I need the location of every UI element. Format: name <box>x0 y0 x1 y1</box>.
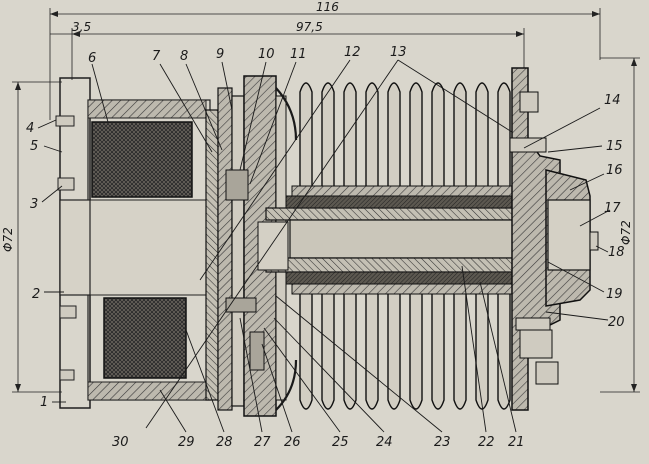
label-3: 3 <box>30 197 38 212</box>
label-14: 14 <box>604 93 621 108</box>
upper-fin <box>299 82 313 196</box>
dimension-lines <box>12 8 640 393</box>
lower-winding <box>103 297 187 379</box>
lower-fin <box>365 284 379 410</box>
label-12: 12 <box>344 45 361 60</box>
label-30: 30 <box>112 435 129 450</box>
lower-fin <box>343 284 357 410</box>
dim-3-5: 3,5 <box>72 20 91 34</box>
label-4: 4 <box>26 121 34 136</box>
lower-fin <box>431 284 445 410</box>
lower-fin <box>387 284 401 410</box>
label-9: 9 <box>216 47 224 62</box>
label-18: 18 <box>608 245 625 260</box>
label-19: 19 <box>606 287 623 302</box>
dim-diameter-right: Φ72 <box>619 220 633 245</box>
left-bolts <box>55 115 77 381</box>
right-end-bell <box>509 67 599 411</box>
label-7: 7 <box>152 49 161 64</box>
shaft-assembly <box>257 195 547 285</box>
lower-fin <box>475 284 489 410</box>
dim-diameter-left: Φ72 <box>1 227 15 252</box>
label-15: 15 <box>606 139 623 154</box>
label-20: 20 <box>608 315 625 330</box>
label-24: 24 <box>376 435 393 450</box>
label-16: 16 <box>606 163 623 178</box>
label-27: 27 <box>254 435 271 450</box>
label-23: 23 <box>434 435 451 450</box>
label-25: 25 <box>332 435 349 450</box>
label-11: 11 <box>290 47 307 62</box>
leader-lines <box>37 59 611 433</box>
label-29: 29 <box>178 435 195 450</box>
lower-fin <box>409 284 423 410</box>
upper-fin <box>453 82 467 196</box>
label-17: 17 <box>604 201 621 216</box>
label-10: 10 <box>258 47 275 62</box>
upper-fin <box>431 82 445 196</box>
upper-fin <box>321 82 335 196</box>
heatsink-fins <box>291 82 515 410</box>
upper-fin <box>409 82 423 196</box>
dim-overall-length: 116 <box>316 0 339 14</box>
upper-fin <box>475 82 489 196</box>
label-22: 22 <box>478 435 495 450</box>
label-26: 26 <box>284 435 301 450</box>
upper-fin <box>497 82 511 196</box>
label-21: 21 <box>508 435 525 450</box>
label-5: 5 <box>30 139 38 154</box>
part-labels: 1 2 3 4 5 6 7 8 9 10 11 12 13 14 15 16 1… <box>26 45 625 450</box>
upper-fin <box>365 82 379 196</box>
lower-fin <box>497 284 511 410</box>
dim-97-5: 97,5 <box>296 20 323 34</box>
upper-fin <box>343 82 357 196</box>
upper-winding <box>91 121 193 198</box>
label-8: 8 <box>180 49 188 64</box>
lower-fin <box>453 284 467 410</box>
label-2: 2 <box>32 287 40 302</box>
lower-fin <box>299 284 313 410</box>
upper-fin <box>387 82 401 196</box>
label-6: 6 <box>88 51 96 66</box>
label-1: 1 <box>40 395 48 410</box>
label-28: 28 <box>216 435 233 450</box>
label-13: 13 <box>390 45 407 60</box>
lower-fin <box>321 284 335 410</box>
